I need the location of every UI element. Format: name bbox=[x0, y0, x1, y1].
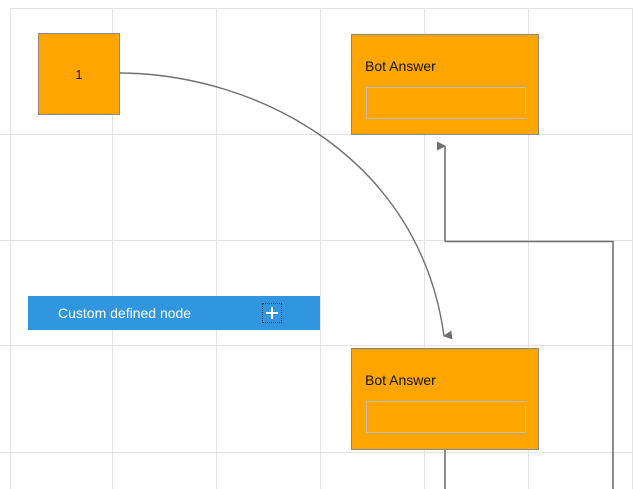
custom-defined-node-bar[interactable]: Custom defined node bbox=[28, 296, 320, 330]
bot-answer-bottom-slot[interactable] bbox=[366, 401, 526, 433]
node-1-label: 1 bbox=[75, 66, 83, 82]
bot-answer-top-title: Bot Answer bbox=[365, 58, 436, 74]
bot-answer-bottom-title: Bot Answer bbox=[365, 372, 436, 388]
bot-answer-top-slot[interactable] bbox=[366, 87, 526, 119]
plus-icon[interactable] bbox=[262, 303, 282, 323]
custom-defined-node-label: Custom defined node bbox=[58, 305, 192, 321]
bot-answer-node-bottom[interactable]: Bot Answer bbox=[351, 348, 539, 450]
node-1[interactable]: 1 bbox=[38, 33, 120, 115]
bot-answer-node-top[interactable]: Bot Answer bbox=[351, 34, 539, 135]
